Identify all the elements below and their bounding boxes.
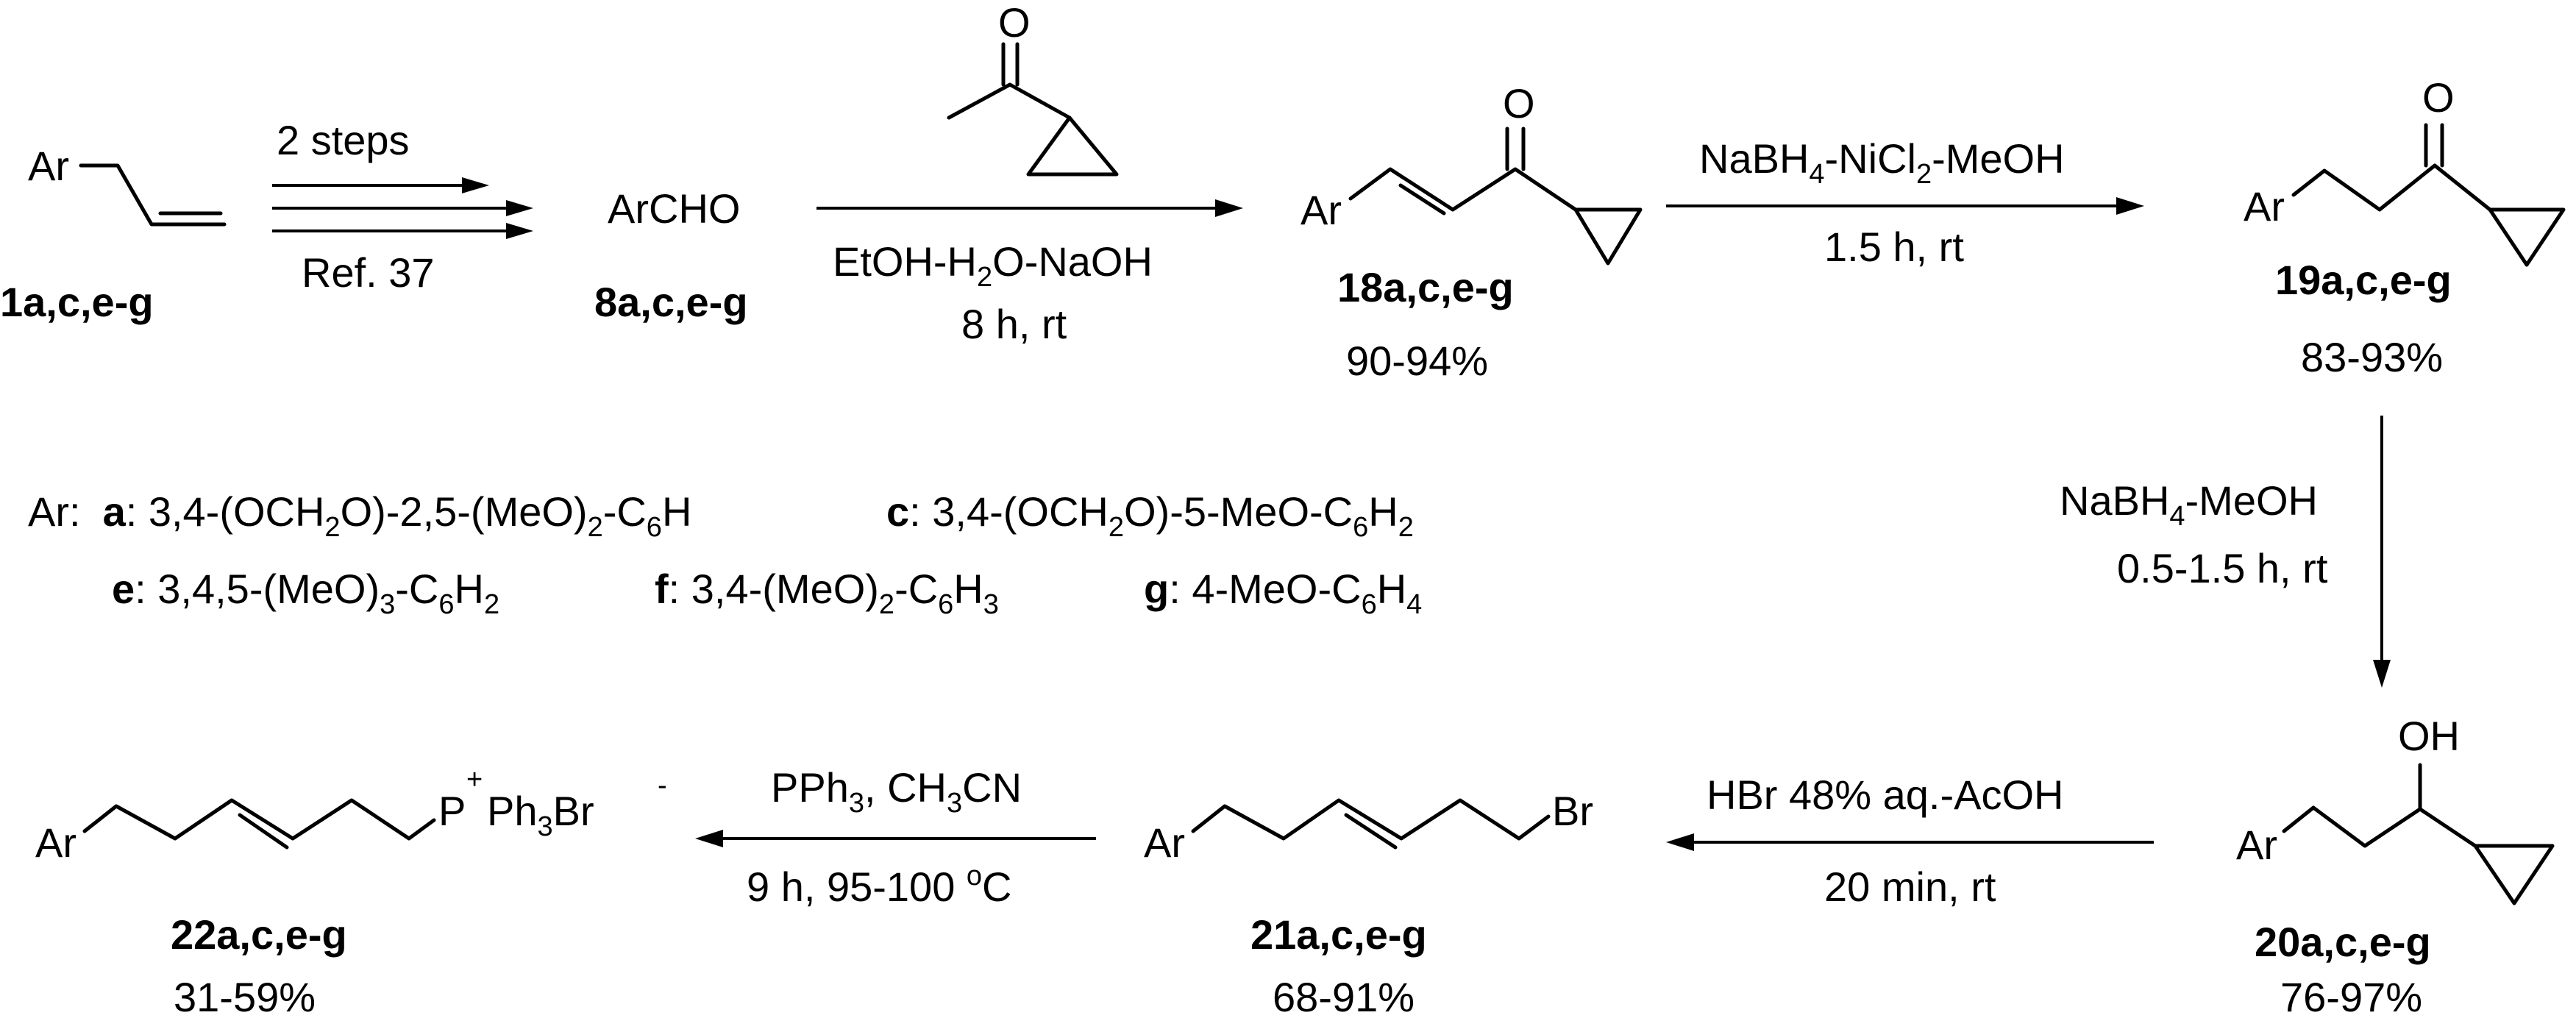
atom-p: P	[438, 788, 466, 834]
step-1-conditions-above: 2 steps	[277, 117, 410, 163]
atom-ar: Ar	[35, 819, 77, 866]
step-5-conditions-2: 20 min, rt	[1824, 864, 1996, 910]
compound-19-yield: 83-93%	[2301, 334, 2443, 380]
atom-br: Br	[1552, 788, 1593, 834]
compound-20-structure: Ar OH	[2236, 713, 2555, 905]
arrow-step-1	[272, 177, 533, 239]
step-4-conditions-2: 0.5-1.5 h, rt	[2117, 545, 2328, 591]
arrow-step-3	[1666, 197, 2144, 215]
compound-20-label: 20a,c,e-g	[2255, 919, 2431, 965]
atom-ar: Ar	[1301, 187, 1342, 233]
compound-18-structure: Ar O	[1301, 80, 1643, 266]
step-2-conditions-1: EtOH-H2O-NaOH	[833, 238, 1153, 293]
step-3-conditions-1: NaBH4-NiCl2-MeOH	[1699, 135, 2065, 190]
legend-entry-g: g: 4-MeO-C6H4	[1144, 566, 1422, 620]
positive-charge: +	[466, 764, 483, 795]
compound-22-structure: Ar P + Ph3Br -	[35, 764, 667, 866]
step-1-reference: Ref. 37	[302, 249, 435, 296]
atom-o: O	[2422, 74, 2455, 121]
arrow-step-4	[2373, 416, 2391, 688]
atom-ar: Ar	[2236, 822, 2277, 868]
step-6-conditions-2: 9 h, 95-100 oC	[747, 861, 1012, 910]
negative-charge: -	[658, 770, 667, 801]
step-5-conditions-1: HBr 48% aq.-AcOH	[1707, 772, 2064, 818]
atom-ar: Ar	[28, 143, 69, 189]
compound-1-structure: Ar	[28, 143, 227, 227]
atom-ar: Ar	[1144, 819, 1185, 866]
legend-line-1: Ar:a: 3,4-(OCH2O)-2,5-(MeO)2-C6H	[28, 488, 691, 543]
compound-1-label: 1a,c,e-g	[0, 279, 154, 325]
step-4-conditions-1: NaBH4-MeOH	[2060, 477, 2318, 532]
compound-21-structure: Ar Br	[1144, 788, 1593, 866]
atom-oh: OH	[2398, 713, 2460, 759]
compound-22-label: 22a,c,e-g	[171, 911, 347, 958]
arrow-step-5	[1666, 833, 2154, 851]
atom-o: O	[998, 0, 1031, 46]
step-2-conditions-2: 8 h, rt	[961, 301, 1067, 347]
step-3-conditions-2: 1.5 h, rt	[1824, 224, 1964, 270]
arrow-step-2	[816, 199, 1243, 217]
compound-21-label: 21a,c,e-g	[1250, 911, 1427, 958]
compound-20-yield: 76-97%	[2280, 974, 2422, 1018]
legend-entry-e: e: 3,4,5-(MeO)3-C6H2	[112, 566, 499, 620]
step-6-conditions-1: PPh3, CH3CN	[771, 764, 1022, 819]
triphenyl-bromide: Ph3Br	[487, 788, 594, 842]
compound-19-structure: Ar O	[2244, 74, 2566, 267]
compound-8-formula: ArCHO	[608, 185, 740, 232]
arrow-step-6	[695, 830, 1096, 847]
compound-18-yield: 90-94%	[1346, 338, 1488, 384]
compound-21-yield: 68-91%	[1273, 974, 1415, 1018]
compound-8-label: 8a,c,e-g	[594, 279, 748, 325]
atom-ar: Ar	[2244, 183, 2285, 229]
legend-entry-c: c: 3,4-(OCH2O)-5-MeO-C6H2	[886, 488, 1414, 543]
legend-entry-f: f: 3,4-(MeO)2-C6H3	[655, 566, 999, 620]
compound-19-label: 19a,c,e-g	[2275, 257, 2452, 303]
substituent-legend: Ar:a: 3,4-(OCH2O)-2,5-(MeO)2-C6H c: 3,4-…	[28, 488, 1422, 620]
atom-o: O	[1503, 80, 1535, 127]
compound-22-yield: 31-59%	[174, 974, 316, 1018]
reagent-cyclopropyl-methyl-ketone: O	[947, 0, 1119, 177]
compound-18-label: 18a,c,e-g	[1337, 264, 1514, 310]
